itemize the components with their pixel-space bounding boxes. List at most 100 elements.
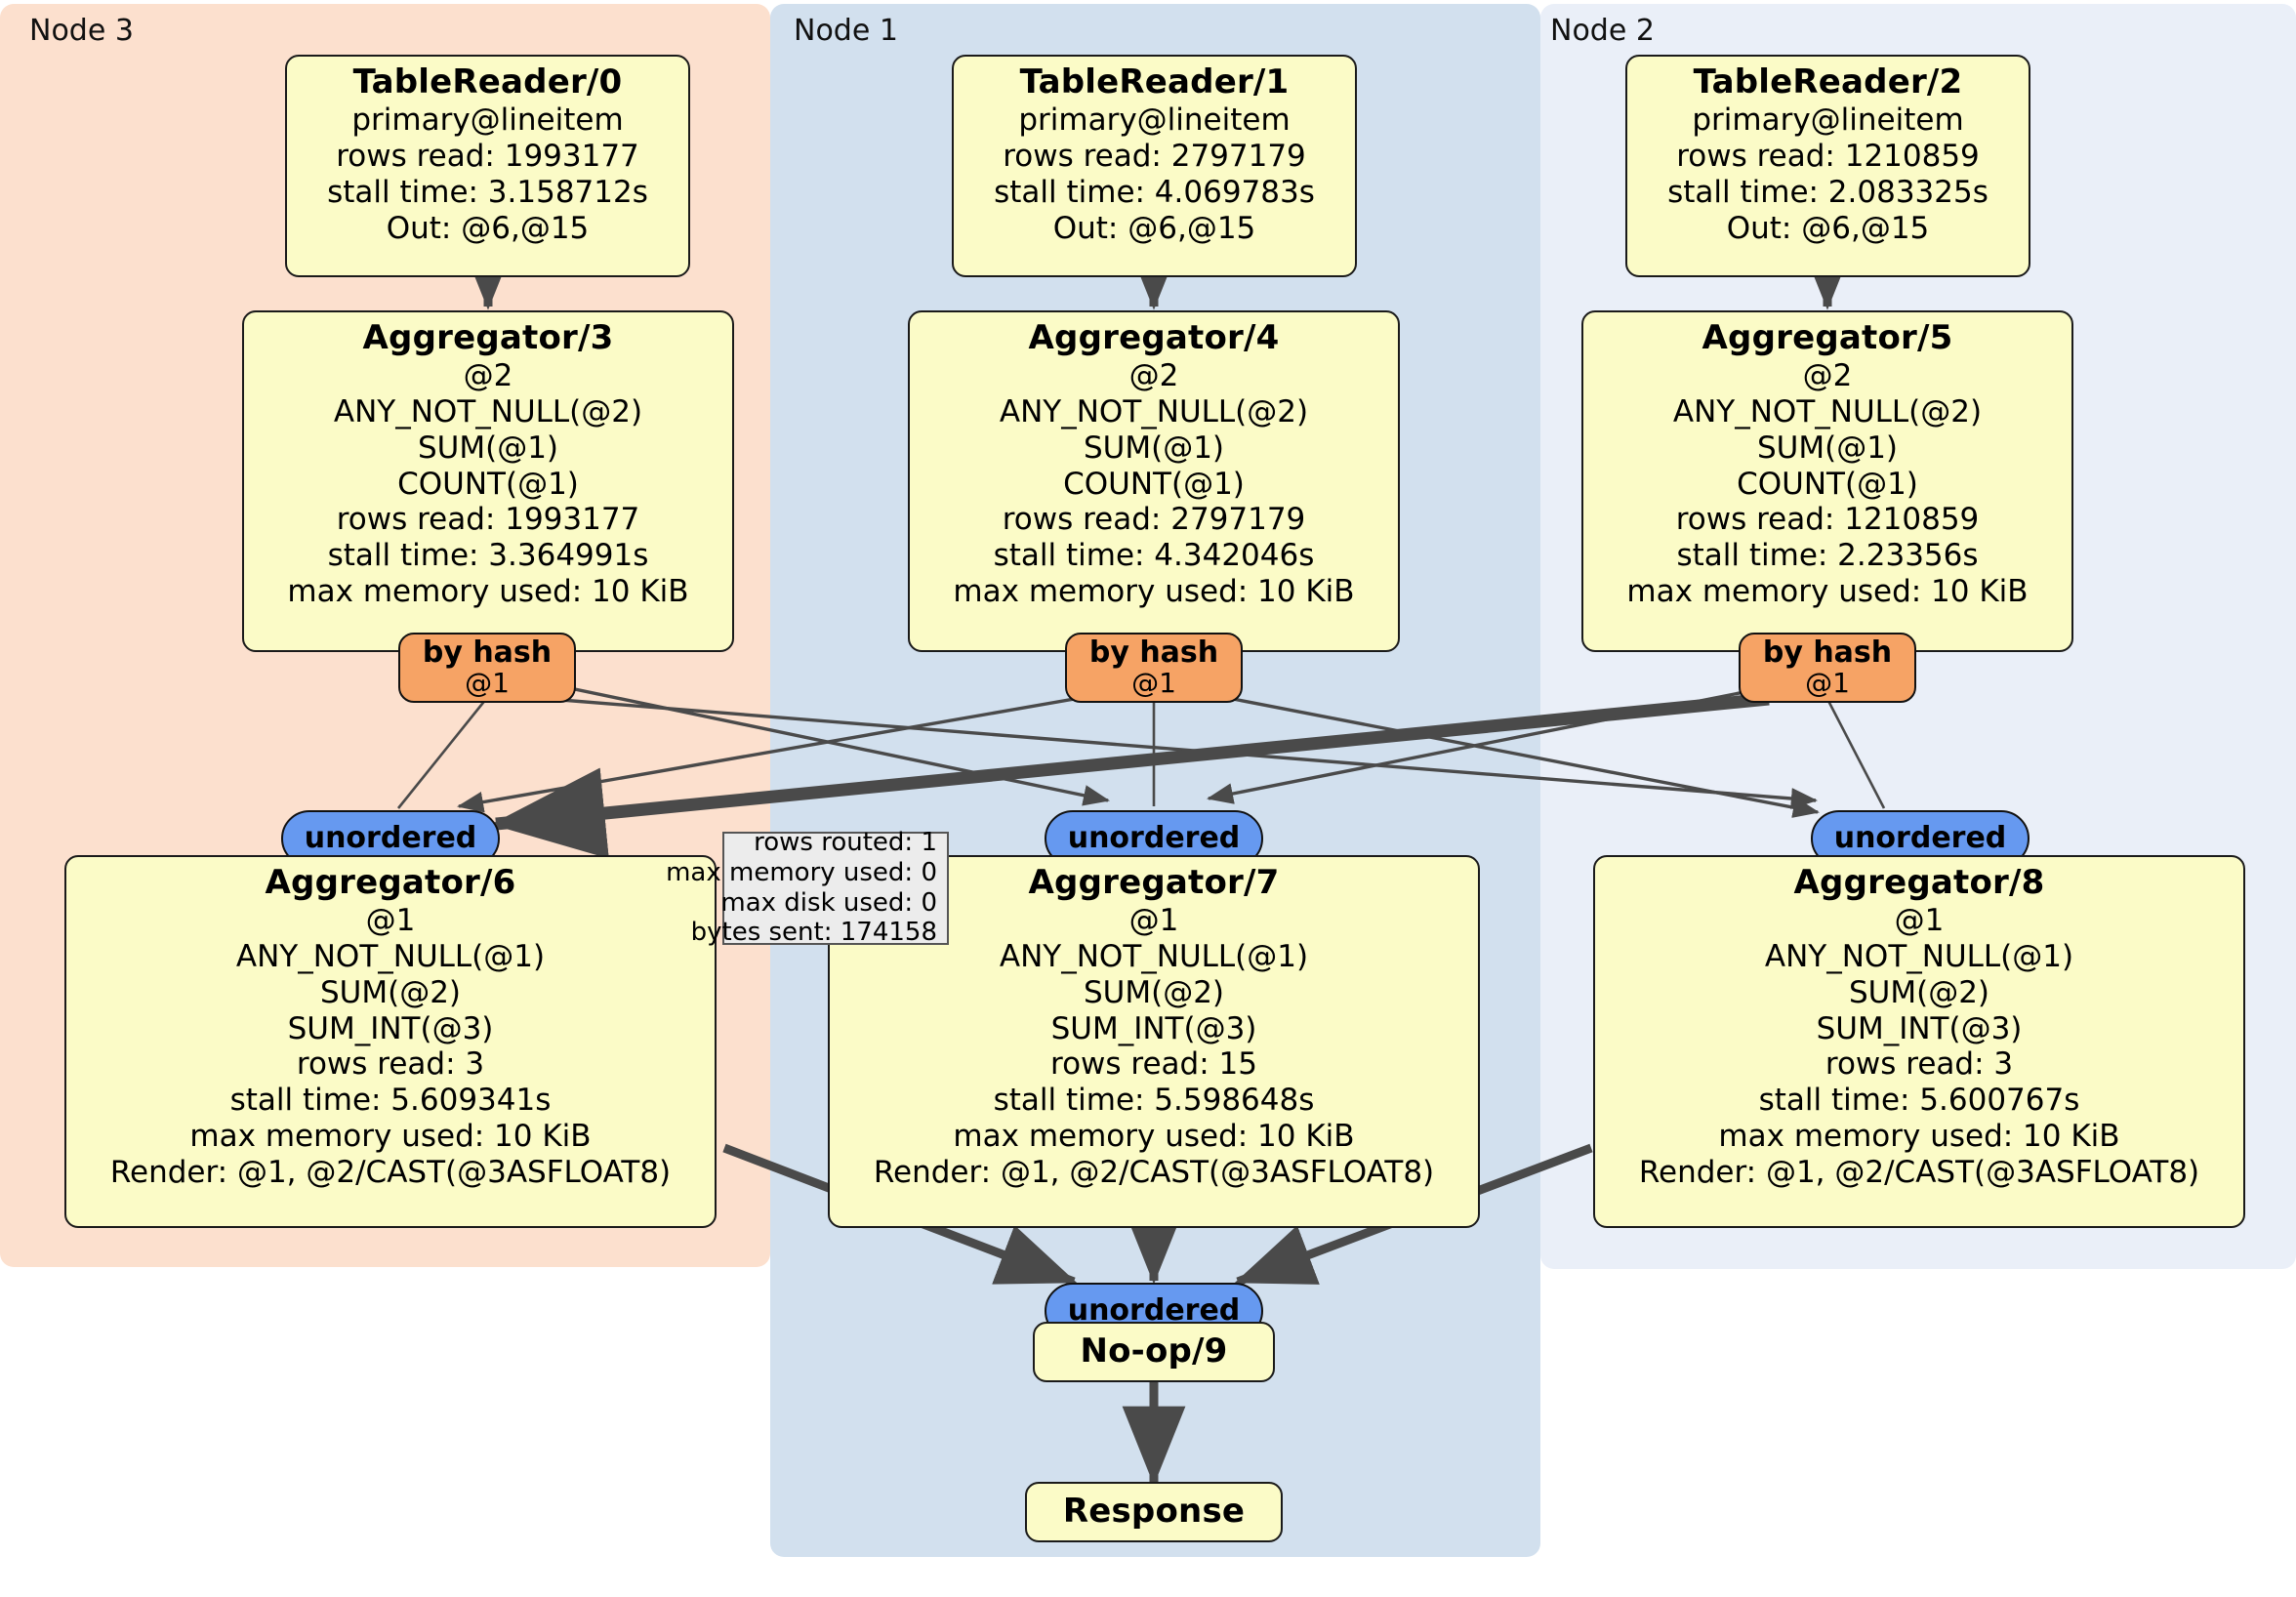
node-line: @2 — [1802, 358, 1853, 394]
node-response[interactable]: Response — [1025, 1482, 1283, 1542]
node-title: Aggregator/7 — [1028, 863, 1280, 902]
node-line: primary@lineitem — [1018, 102, 1291, 139]
node-line: max memory used: 10 KiB — [1718, 1118, 2120, 1154]
node-line: SUM(@1) — [1083, 430, 1225, 466]
node-line: stall time: 5.609341s — [229, 1083, 552, 1119]
router-stats-box: rows routed: 1 max memory used: 0 max di… — [666, 828, 949, 947]
node-line: COUNT(@1) — [397, 466, 579, 502]
node-line: Out: @6,@15 — [1726, 210, 1930, 246]
node-line: @2 — [463, 358, 513, 394]
node-noop-9[interactable]: No-op/9 — [1033, 1322, 1275, 1382]
node-aggregator-8[interactable]: Aggregator/8 @1 ANY_NOT_NULL(@1) SUM(@2)… — [1593, 855, 2245, 1228]
node-line: Render: @1, @2/CAST(@3ASFLOAT8) — [1638, 1154, 2200, 1190]
router-by-hash-left[interactable]: by hash @1 — [398, 633, 576, 703]
node-tablereader-2[interactable]: TableReader/2 primary@lineitem rows read… — [1625, 55, 2030, 277]
node-line: @1 — [365, 903, 416, 939]
node-line: primary@lineitem — [1692, 102, 1964, 139]
node-aggregator-6[interactable]: Aggregator/6 @1 ANY_NOT_NULL(@1) SUM(@2)… — [64, 855, 717, 1228]
cluster-node-1-label: Node 1 — [794, 14, 898, 48]
node-tablereader-1[interactable]: TableReader/1 primary@lineitem rows read… — [952, 55, 1357, 277]
node-line: ANY_NOT_NULL(@1) — [235, 939, 546, 975]
node-line: ANY_NOT_NULL(@2) — [333, 394, 643, 430]
router-label: unordered — [1067, 821, 1241, 855]
node-line: stall time: 2.23356s — [1676, 538, 1979, 574]
node-line: max memory used: 10 KiB — [1626, 573, 2029, 609]
node-line: rows read: 3 — [296, 1046, 485, 1083]
node-line: Out: @6,@15 — [386, 210, 590, 246]
stats-line: max disk used: 0 — [720, 887, 937, 918]
router-label: by hash — [1762, 635, 1893, 671]
node-line: rows read: 1210859 — [1675, 502, 1980, 538]
node-line: stall time: 5.598648s — [993, 1083, 1315, 1119]
node-line: stall time: 3.158712s — [327, 174, 648, 210]
node-title: TableReader/0 — [352, 62, 623, 102]
node-line: rows read: 2797179 — [1003, 139, 1306, 175]
node-line: rows read: 1993177 — [336, 502, 640, 538]
cluster-node-3-label: Node 3 — [29, 14, 134, 48]
node-line: max memory used: 10 KiB — [287, 573, 689, 609]
node-line: SUM(@1) — [1756, 430, 1899, 466]
node-line: SUM(@1) — [417, 430, 559, 466]
node-line: rows read: 3 — [1824, 1046, 2014, 1083]
node-aggregator-5[interactable]: Aggregator/5 @2 ANY_NOT_NULL(@2) SUM(@1)… — [1581, 310, 2073, 652]
node-line: rows read: 2797179 — [1002, 502, 1306, 538]
node-line: stall time: 5.600767s — [1758, 1083, 2080, 1119]
node-line: ANY_NOT_NULL(@2) — [999, 394, 1309, 430]
node-line: @1 — [1128, 903, 1179, 939]
node-title: Aggregator/3 — [362, 318, 614, 357]
node-line: ANY_NOT_NULL(@2) — [1672, 394, 1983, 430]
router-label: unordered — [304, 821, 477, 855]
node-title: TableReader/2 — [1693, 62, 1963, 102]
node-line: stall time: 4.069783s — [994, 174, 1315, 210]
node-line: Render: @1, @2/CAST(@3ASFLOAT8) — [873, 1154, 1435, 1190]
node-title: Aggregator/5 — [1702, 318, 1953, 357]
node-title: Aggregator/6 — [265, 863, 516, 902]
node-line: COUNT(@1) — [1063, 466, 1245, 502]
node-line: ANY_NOT_NULL(@1) — [1764, 939, 2074, 975]
stats-line: bytes sent: 174158 — [690, 918, 937, 948]
node-line: ANY_NOT_NULL(@1) — [999, 939, 1309, 975]
node-line: rows read: 1993177 — [336, 139, 639, 175]
node-line: max memory used: 10 KiB — [953, 1118, 1355, 1154]
router-label: unordered — [1067, 1293, 1241, 1328]
node-line: stall time: 4.342046s — [993, 538, 1315, 574]
router-by-hash-right[interactable]: by hash @1 — [1739, 633, 1916, 703]
node-line: max memory used: 10 KiB — [189, 1118, 592, 1154]
node-aggregator-3[interactable]: Aggregator/3 @2 ANY_NOT_NULL(@2) SUM(@1)… — [242, 310, 734, 652]
router-by-hash-mid[interactable]: by hash @1 — [1065, 633, 1243, 703]
node-line: SUM(@2) — [319, 974, 462, 1010]
node-line: SUM(@2) — [1848, 974, 1990, 1010]
node-aggregator-7[interactable]: Aggregator/7 @1 ANY_NOT_NULL(@1) SUM(@2)… — [828, 855, 1480, 1228]
node-line: @2 — [1128, 358, 1179, 394]
node-title: Aggregator/8 — [1793, 863, 2045, 902]
node-line: Out: @6,@15 — [1052, 210, 1256, 246]
node-line: primary@lineitem — [351, 102, 624, 139]
node-line: stall time: 2.083325s — [1667, 174, 1988, 210]
node-title: TableReader/1 — [1019, 62, 1290, 102]
node-line: rows read: 15 — [1050, 1046, 1257, 1083]
router-label: by hash — [422, 635, 553, 671]
node-line: max memory used: 10 KiB — [953, 573, 1355, 609]
node-line: Render: @1, @2/CAST(@3ASFLOAT8) — [109, 1154, 672, 1190]
node-line: SUM_INT(@3) — [1050, 1010, 1257, 1046]
node-line: @1 — [1894, 903, 1945, 939]
node-line: SUM(@2) — [1083, 974, 1225, 1010]
stats-line: max memory used: 0 — [666, 857, 937, 887]
node-line: SUM_INT(@3) — [1816, 1010, 2023, 1046]
router-column: @1 — [1131, 667, 1176, 700]
cluster-node-2-label: Node 2 — [1550, 14, 1655, 48]
router-column: @1 — [1805, 667, 1850, 700]
node-line: COUNT(@1) — [1737, 466, 1918, 502]
node-title: No-op/9 — [1080, 1331, 1228, 1372]
node-aggregator-4[interactable]: Aggregator/4 @2 ANY_NOT_NULL(@2) SUM(@1)… — [908, 310, 1400, 652]
node-line: rows read: 1210859 — [1676, 139, 1980, 175]
router-unordered-right[interactable]: unordered — [1811, 810, 2030, 867]
node-title: Aggregator/4 — [1028, 318, 1280, 357]
router-label: unordered — [1833, 821, 2007, 855]
router-label: by hash — [1088, 635, 1219, 671]
node-tablereader-0[interactable]: TableReader/0 primary@lineitem rows read… — [285, 55, 690, 277]
stats-line: rows routed: 1 — [754, 827, 937, 857]
node-line: SUM_INT(@3) — [287, 1010, 494, 1046]
node-line: stall time: 3.364991s — [327, 538, 649, 574]
